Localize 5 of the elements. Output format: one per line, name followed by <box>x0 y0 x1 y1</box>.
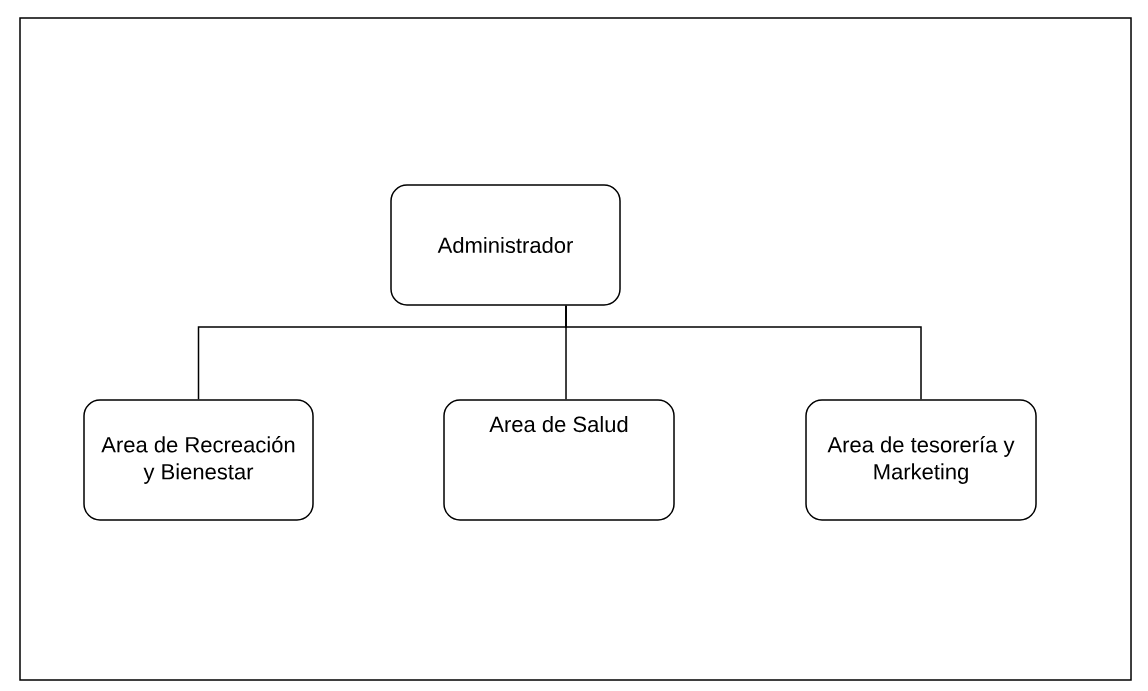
manager-box: Administrador <box>390 184 621 306</box>
department-box: Area de tesorería y Marketing <box>805 399 1037 521</box>
connector-line <box>565 305 922 400</box>
department-box: Area de Salud <box>443 399 675 521</box>
department-box: Area de Recreación y Bienestar <box>83 399 314 521</box>
